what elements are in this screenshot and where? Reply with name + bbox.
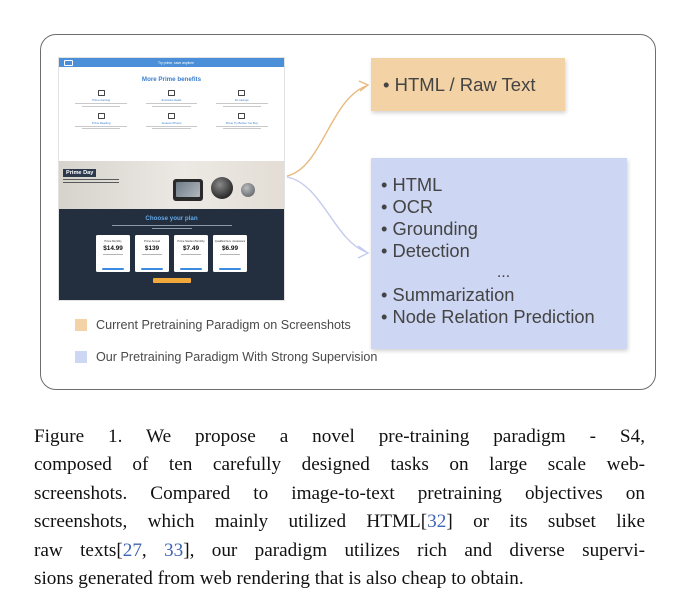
plan-name: Prime Student Monthly (177, 240, 205, 243)
benefit-name: Prime Try Before You Buy (225, 120, 258, 125)
plan-button (180, 267, 202, 270)
screenshot-benefit: Amazon Photos (139, 112, 203, 130)
screenshot-plan-card: Prime Monthly $14.99 (96, 235, 130, 272)
task-label: Node Relation Prediction (392, 306, 595, 327)
citation-link[interactable]: 32 (427, 511, 447, 533)
plan-button (219, 267, 241, 270)
caption-line: composed of ten carefully designed tasks… (34, 454, 645, 476)
benefit-icon (97, 112, 105, 119)
task-label: Summarization (392, 284, 515, 305)
screenshot-benefit: Prime Try Before You Buy (210, 112, 274, 130)
legend-item-current: Current Pretraining Paradigm on Screensh… (75, 318, 351, 332)
screenshot-plan-card: Prime Student Monthly $7.49 (174, 235, 208, 272)
bullet-icon: • (381, 284, 388, 305)
task-label: HTML / Raw Text (394, 73, 536, 95)
caption-text: raw texts[ (34, 539, 123, 561)
webpage-screenshot-thumbnail: Try prime, save anytime More Prime benef… (59, 58, 284, 300)
caption-line: sions generated from web rendering that … (34, 568, 524, 590)
task-ellipsis: ... (496, 264, 511, 281)
benefit-name: Rx savings (234, 98, 249, 102)
screenshot-logo-icon (64, 59, 73, 66)
figure-frame (40, 34, 656, 390)
legend-swatch-current (75, 319, 87, 331)
caption-line: screenshots, which mainly utilized HTML[… (34, 508, 645, 536)
caption-text: ], our paradigm utilizes rich and divers… (183, 539, 645, 561)
benefit-icon (238, 112, 246, 119)
task-summarization: • Summarization (381, 284, 627, 306)
smart-speaker-image (211, 177, 233, 199)
screenshot-benefits-title: More Prime benefits (141, 76, 202, 83)
screenshot-hero-banner: Prime Day (59, 161, 284, 209)
caption-text: ] or its subset like (446, 511, 645, 533)
screenshot-benefit: Prime Reading (69, 112, 133, 130)
screenshot-benefit: Prime Gaming (69, 90, 133, 107)
screenshot-cta-button (152, 278, 191, 283)
bullet-icon: • (381, 174, 388, 195)
screenshot-benefits-grid: Prime Gaming Exclusive Deals Rx savings … (59, 83, 284, 130)
screenshot-plan-section: Choose your plan Prime Monthly $14.99 Pri… (59, 209, 284, 300)
caption-line: Figure 1. We propose a novel pre-trainin… (34, 426, 645, 447)
screenshot-hero-text (63, 179, 119, 184)
benefit-icon (167, 90, 175, 96)
caption-text: , (141, 539, 165, 561)
citation-link[interactable]: 33 (164, 539, 184, 561)
screenshot-topbar: Try prime, save anytime (59, 58, 284, 67)
smart-display-image (173, 179, 203, 201)
task-label: HTML (392, 174, 443, 195)
screenshot-benefit: Exclusive Deals (139, 90, 203, 107)
legend-label-current: Current Pretraining Paradigm on Screensh… (96, 318, 351, 332)
plan-price: $139 (144, 245, 160, 253)
bullet-icon: • (383, 73, 390, 95)
legend-swatch-ours (75, 351, 87, 363)
legend-item-ours: Our Pretraining Paradigm With Strong Sup… (75, 350, 377, 364)
task-label: OCR (392, 196, 434, 217)
plan-name: Prime Annual (144, 240, 160, 243)
task-html: • HTML (381, 174, 627, 196)
task-grounding: • Grounding (381, 218, 627, 240)
bullet-icon: • (381, 196, 388, 217)
benefit-name: Prime Gaming (92, 98, 111, 102)
plan-name: Prime Monthly (104, 240, 122, 243)
plan-price: $14.99 (103, 245, 123, 253)
task-label: Detection (392, 240, 470, 261)
plan-price: $7.49 (183, 245, 199, 253)
screenshot-plan-card: Qualified Gov. Assistance $6.99 (213, 235, 247, 272)
caption-line: raw texts[27, 33], our paradigm utilizes… (34, 537, 645, 565)
caption-text: screenshots, which mainly utilized HTML[ (34, 511, 428, 533)
screenshot-hero-title: Prime Day (63, 169, 97, 177)
benefit-name: Prime Reading (91, 120, 111, 125)
bullet-icon: • (381, 218, 388, 239)
legend-label-ours: Our Pretraining Paradigm With Strong Sup… (96, 350, 378, 364)
screenshot-plan-cards: Prime Monthly $14.99 Prime Annual $139 Pri… (59, 235, 284, 272)
bullet-icon: • (381, 240, 388, 261)
benefit-icon (238, 90, 246, 96)
benefit-icon (97, 90, 105, 96)
current-paradigm-box: • HTML / Raw Text (371, 58, 565, 111)
task-detection: • Detection (381, 240, 627, 262)
plan-name: Qualified Gov. Assistance (214, 240, 246, 243)
caption-line: screenshots. Compared to image-to-text p… (34, 482, 645, 504)
screenshot-plan-card: Prime Annual $139 (135, 235, 169, 272)
benefit-name: Amazon Photos (161, 120, 182, 125)
task-html-raw-text: • HTML / Raw Text (383, 74, 535, 96)
task-label: Grounding (392, 218, 478, 239)
benefit-icon (167, 112, 175, 119)
smart-speaker-small-image (241, 183, 255, 197)
figure-caption: Figure 1. We propose a novel pre-trainin… (34, 423, 645, 593)
plan-price: $6.99 (222, 245, 238, 253)
plan-button (102, 267, 124, 270)
plan-button (141, 267, 163, 270)
benefit-name: Exclusive Deals (161, 98, 182, 102)
task-node-relation-prediction: • Node Relation Prediction (381, 306, 627, 328)
citation-link[interactable]: 27 (122, 539, 142, 561)
our-paradigm-box: • HTML • OCR • Grounding • Detection ...… (371, 158, 627, 349)
screenshot-topbar-text: Try prime, save anytime (157, 60, 195, 65)
screenshot-plan-title: Choose your plan (145, 215, 198, 222)
bullet-icon: • (381, 306, 388, 327)
screenshot-benefit: Rx savings (210, 90, 274, 107)
task-ocr: • OCR (381, 196, 627, 218)
